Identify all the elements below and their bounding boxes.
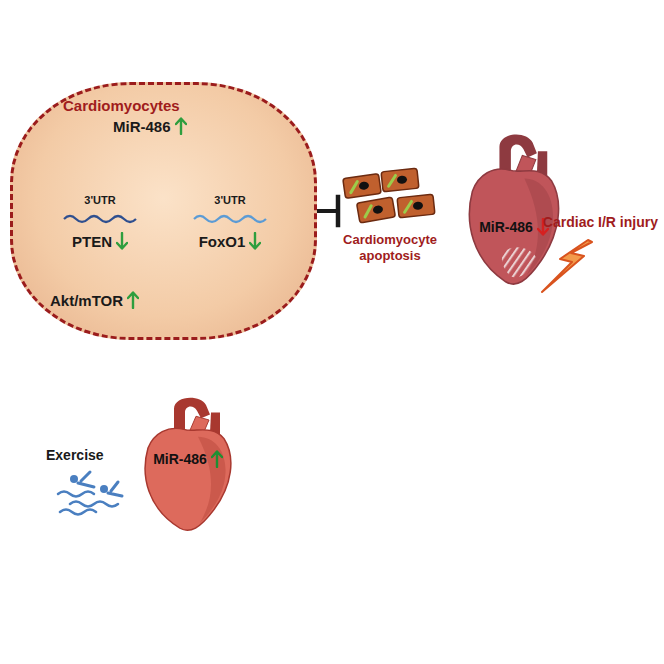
cell-title: Cardiomyocytes: [63, 97, 180, 114]
wave-stroke: [64, 216, 136, 222]
intervention-label: Exercise: [46, 447, 104, 463]
heart-shading: [198, 437, 226, 523]
heart-body: [145, 428, 231, 530]
nucleus: [372, 205, 383, 215]
outcome-label: Cardiomyocyte apoptosis: [338, 232, 442, 263]
up-arrow: [175, 117, 187, 135]
cardiomyocyte-icon: [343, 174, 381, 199]
arrow-stroke: [212, 452, 222, 468]
cell-body: [357, 197, 396, 223]
gene-name: FoxO1: [199, 233, 246, 250]
gene-row: PTEN: [72, 232, 128, 250]
heart-illustration: MiR-486: [138, 392, 238, 532]
nucleus: [358, 181, 369, 190]
cell-body: [397, 194, 435, 218]
heart-illustration: MiR-486: [462, 128, 566, 286]
arrow-stroke: [176, 119, 186, 135]
mrna-target: 3'UTR FoxO1: [185, 190, 275, 254]
cell-outline: CardiomyocytesMiR-486 3'UTR PTEN 3'UTR FoxO1…: [10, 82, 317, 340]
arrow-stroke: [128, 293, 138, 309]
molecule-name: Akt/mTOR: [50, 292, 123, 309]
nucleus: [397, 175, 408, 184]
down-arrow: [116, 232, 128, 250]
heart-shape: [462, 128, 566, 286]
down-arrow: [249, 232, 261, 250]
mirna-level: MiR-486: [153, 451, 207, 467]
cell-body: [343, 174, 381, 199]
cardiomyocyte-icon: [397, 194, 435, 218]
inhibition-connector: [317, 197, 338, 225]
up-arrow: [211, 450, 223, 468]
inhibition-bar: [336, 197, 341, 225]
wave-stroke: [194, 216, 266, 222]
damage-mark: [388, 175, 397, 186]
gene-name: PTEN: [72, 233, 112, 250]
damage-mark: [349, 182, 358, 193]
molecule-label: Akt/mTOR: [46, 287, 143, 313]
mirna-level: MiR-486: [479, 219, 533, 235]
heart-label-row: MiR-486: [138, 450, 238, 468]
mrna-wave: [192, 213, 268, 225]
infarct-area: [502, 247, 537, 277]
mrna-target: 3'UTR PTEN: [55, 190, 145, 254]
damage-mark: [363, 206, 373, 217]
up-arrow: [127, 291, 139, 309]
condition-label: Cardiac I/R injury: [543, 214, 658, 230]
apoptotic-cells: [338, 166, 442, 228]
molecule-name: MiR-486: [113, 118, 171, 135]
arrow-stroke: [250, 233, 260, 249]
arrow-stroke: [117, 233, 127, 249]
damage-mark: [404, 201, 413, 212]
molecule-label: MiR-486: [109, 113, 191, 139]
gene-row: FoxO1: [199, 232, 262, 250]
cell-body: [381, 168, 419, 192]
connector-line: [317, 209, 338, 213]
mrna-wave: [62, 213, 138, 225]
swimmers-icon: [58, 472, 122, 515]
cardiomyocyte-icon: [381, 168, 419, 192]
apoptosis-group: Cardiomyocyte apoptosis: [338, 166, 442, 270]
utr-label: 3'UTR: [214, 194, 245, 206]
utr-label: 3'UTR: [84, 194, 115, 206]
cardiomyocyte-icon: [357, 197, 396, 223]
nucleus: [413, 201, 424, 210]
